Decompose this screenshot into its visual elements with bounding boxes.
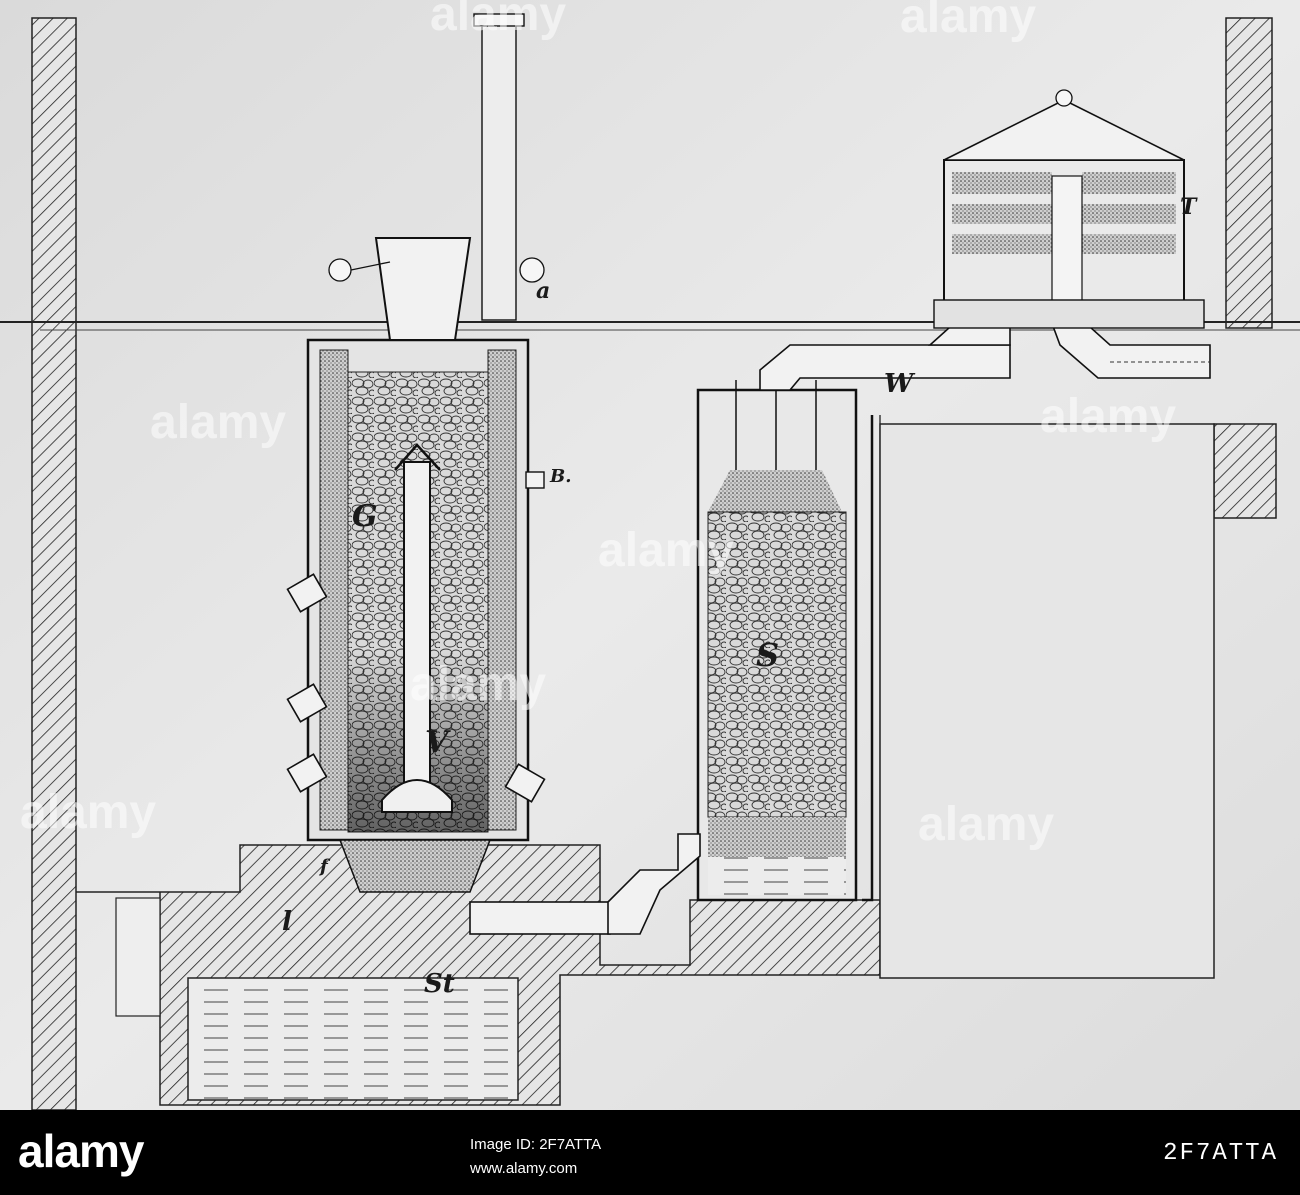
label-g: G xyxy=(352,499,378,534)
label-t: T xyxy=(1180,194,1198,220)
label-v: V xyxy=(425,725,451,760)
watermark: alamy xyxy=(598,524,734,577)
sump xyxy=(115,897,161,1017)
left-wall xyxy=(31,17,77,1111)
watermark: alamy xyxy=(410,658,546,711)
right-block xyxy=(1213,423,1277,519)
watermark: alamy xyxy=(150,396,286,449)
watermark: alamy xyxy=(20,786,156,839)
site-url[interactable]: www.alamy.com xyxy=(470,1160,578,1177)
label-b: B. xyxy=(549,466,571,487)
watermark: alamy xyxy=(1040,390,1176,443)
right-wall xyxy=(1225,17,1273,329)
right-chamber xyxy=(879,423,1215,979)
upper-pipe xyxy=(759,344,1011,391)
label-a: a xyxy=(536,278,550,304)
image-id: Image ID: 2F7ATTA xyxy=(470,1136,602,1153)
label-l: l xyxy=(282,907,292,937)
technical-drawing: a B. G V S W T l St f alamy alamy alamy … xyxy=(0,0,1300,1111)
scrubber-fill xyxy=(707,511,847,818)
label-s: S xyxy=(756,636,779,674)
watermark: alamy xyxy=(430,0,566,41)
watermark: alamy xyxy=(900,0,1036,43)
label-w: W xyxy=(884,369,916,399)
vent-pipe xyxy=(481,19,517,321)
connecting-pipe xyxy=(469,901,611,935)
water-pit xyxy=(187,977,519,1101)
label-st: St xyxy=(424,969,455,999)
image-code: 2F7ATTA xyxy=(1163,1140,1278,1167)
alamy-logo: alamy xyxy=(18,1125,144,1177)
watermark: alamy xyxy=(918,798,1054,851)
valve-v xyxy=(381,779,453,813)
hopper xyxy=(374,237,472,341)
stock-footer-bar: alamy Image ID: 2F7ATTA www.alamy.com 2F… xyxy=(0,1110,1300,1195)
